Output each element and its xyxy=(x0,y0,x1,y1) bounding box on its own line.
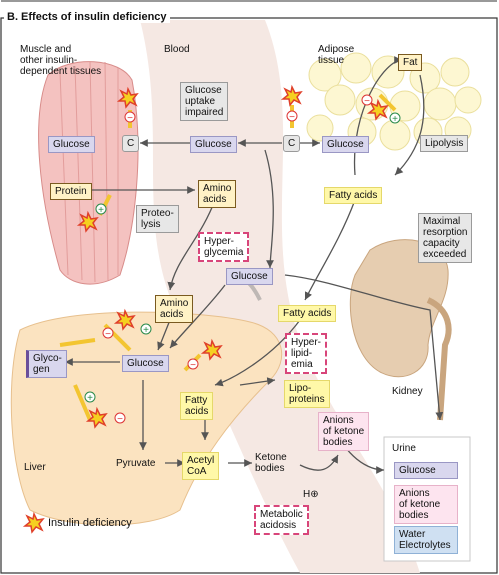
hyperglycemia-label: Hyper- glycemia xyxy=(198,232,250,262)
ketone-bodies-label: Ketone bodies xyxy=(255,452,287,474)
kidney-label: Kidney xyxy=(392,386,423,397)
svg-text:−: − xyxy=(105,329,111,340)
legend-insulin-deficiency: Insulin deficiency xyxy=(48,517,132,529)
stimulation-plus-icon: + xyxy=(84,391,96,404)
svg-text:−: − xyxy=(289,112,295,123)
acetyl-coa-box: Acetyl CoA xyxy=(182,452,220,480)
uptake-impaired-callout: Glucose uptake impaired xyxy=(180,82,229,121)
pyruvate-label: Pyruvate xyxy=(116,458,156,469)
urine-anions-item: Anions of ketone bodies xyxy=(394,485,458,524)
kidney-anions-box: Anions of ketone bodies xyxy=(318,412,370,451)
liver-fatty-acids-box: Fatty acids xyxy=(180,392,214,420)
blood-fatty-acids-box: Fatty acids xyxy=(278,305,337,322)
kidney-glucose-box: Glucose xyxy=(226,268,273,285)
svg-text:+: + xyxy=(87,393,93,404)
blood-glucose-box: Glucose xyxy=(190,136,237,153)
inhibition-minus-icon: − xyxy=(102,327,114,340)
glycogen-box: Glyco- gen xyxy=(26,350,67,378)
h-plus-label: H⊕ xyxy=(303,489,319,500)
urine-water-electrolytes-item: Water Electrolytes xyxy=(394,526,458,554)
stimulation-plus-icon: + xyxy=(389,112,401,125)
svg-text:−: − xyxy=(190,360,196,371)
fat-box: Fat xyxy=(398,54,423,71)
svg-text:+: + xyxy=(143,325,149,336)
hyperlipidemia-label: Hyper- lipid- emia xyxy=(285,333,328,374)
inhibition-minus-icon: − xyxy=(187,358,199,371)
muscle-label: Muscle and other insulin- dependent tiss… xyxy=(20,44,102,77)
svg-text:−: − xyxy=(127,113,133,124)
arrows xyxy=(65,56,444,474)
inhibition-minus-icon: − xyxy=(286,110,298,123)
inhibition-minus-icon: − xyxy=(361,94,373,107)
lipoproteins-box: Lipo- proteins xyxy=(284,380,330,408)
liver-shape xyxy=(10,311,283,526)
urine-glucose-item: Glucose xyxy=(394,462,458,479)
svg-text:+: + xyxy=(392,114,398,125)
liver-amino-acids-box: Amino acids xyxy=(155,295,194,323)
adipose-label: Adipose tissue xyxy=(318,44,355,66)
muscle-glucose-box: Glucose xyxy=(48,136,95,153)
muscle-carrier-c: C xyxy=(122,135,140,152)
svg-text:−: − xyxy=(117,414,123,425)
inhibition-minus-icon: − xyxy=(114,412,126,425)
blood-amino-acids-box: Amino acids xyxy=(198,180,237,208)
metabolic-acidosis-label: Metabolic acidosis xyxy=(254,505,309,535)
blood-label: Blood xyxy=(164,44,190,55)
urine-label: Urine xyxy=(392,443,416,454)
protein-box: Protein xyxy=(50,183,92,200)
insulin-deficiency-markers xyxy=(22,84,389,534)
lipolysis-callout: Lipolysis xyxy=(420,135,469,152)
adipose-carrier-c: C xyxy=(283,135,301,152)
adipose-fatty-acids-box: Fatty acids xyxy=(324,187,383,204)
blood-stream xyxy=(140,20,420,573)
muscle-fibers xyxy=(59,61,119,283)
adipose-glucose-box: Glucose xyxy=(322,136,369,153)
svg-text:+: + xyxy=(98,205,104,216)
svg-text:−: − xyxy=(364,96,370,107)
frame-border xyxy=(0,17,498,574)
stimulation-plus-icon: + xyxy=(140,323,152,336)
proteolysis-callout: Proteo- lysis xyxy=(136,205,179,233)
liver-glucose-box: Glucose xyxy=(122,355,169,372)
inhibition-minus-icon: − xyxy=(124,111,136,124)
liver-label: Liver xyxy=(24,462,46,473)
panel-title: B. Effects of insulin deficiency xyxy=(4,11,170,23)
muscle-shape xyxy=(38,61,139,285)
stimulation-plus-icon: + xyxy=(95,203,107,216)
maximal-resorption-callout: Maximal resorption capacity exceeded xyxy=(418,213,473,263)
